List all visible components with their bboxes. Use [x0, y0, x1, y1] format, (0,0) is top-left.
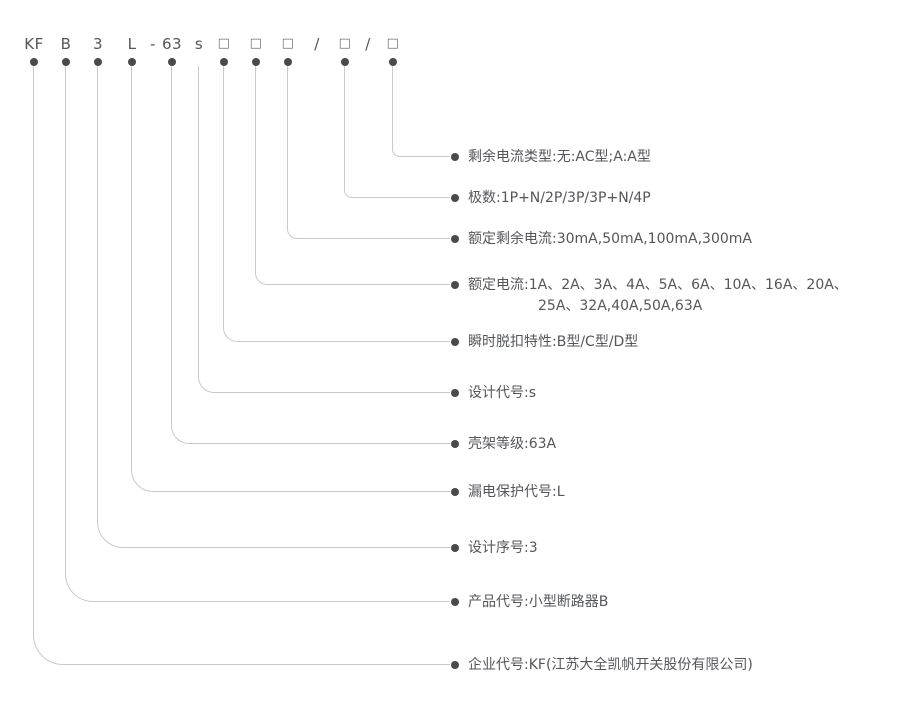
label-rated-current-line2: 25A、32A,40A,50A,63A	[538, 298, 703, 314]
label-bullet-trip-characteristic	[451, 338, 459, 346]
label-design-serial-number: 设计序号:3	[468, 540, 538, 556]
label-bullet-enterprise-code	[451, 661, 459, 669]
symbol-dot-box-current	[252, 58, 260, 66]
connector-line-b	[65, 66, 450, 602]
model-symbol-s: s	[194, 35, 204, 53]
connector-line-box-poles	[344, 66, 450, 198]
label-rated-current-line1: 额定电流:1A、2A、3A、4A、5A、6A、10A、16A、20A、	[468, 277, 848, 293]
label-product-code: 产品代号:小型断路器B	[468, 594, 609, 610]
connector-line-box-current	[255, 66, 450, 285]
symbol-dot-box-trip	[220, 58, 228, 66]
separator-slash-1: /	[314, 35, 320, 53]
connector-line-box-trip	[223, 66, 450, 342]
label-bullet-product-code	[451, 598, 459, 606]
model-symbol-box-trip: □	[217, 36, 231, 51]
symbol-dot-kf	[30, 58, 38, 66]
model-symbol-box-residual: □	[281, 36, 295, 51]
separator-slash-2: /	[365, 35, 371, 53]
label-rated-current: 额定电流:1A、2A、3A、4A、5A、6A、10A、16A、20A、 25A、…	[468, 275, 848, 317]
symbol-dot-63	[168, 58, 176, 66]
symbol-dot-3	[94, 58, 102, 66]
model-symbol-l: L	[127, 35, 137, 53]
label-rated-residual-current: 额定剩余电流:30mA,50mA,100mA,300mA	[468, 231, 752, 247]
model-symbol-b: B	[60, 35, 72, 53]
label-bullet-leakage-code	[451, 488, 459, 496]
label-bullet-frame-grade	[451, 440, 459, 448]
label-frame-grade: 壳架等级:63A	[468, 436, 557, 452]
label-bullet-rated-residual	[451, 235, 459, 243]
model-symbol-kf: KF	[24, 35, 44, 53]
label-residual-current-type: 剩余电流类型:无:AC型;A:A型	[468, 149, 651, 165]
label-bullet-rated-current	[451, 281, 459, 289]
symbol-dot-box-type	[389, 58, 397, 66]
model-symbol-63: 63	[161, 35, 183, 53]
symbol-dot-box-residual	[284, 58, 292, 66]
connector-line-63	[171, 66, 450, 444]
label-design-code: 设计代号:s	[468, 385, 537, 401]
connector-line-box-residual	[287, 66, 450, 239]
symbol-dot-l	[128, 58, 136, 66]
symbol-dot-b	[62, 58, 70, 66]
connector-line-l	[131, 66, 450, 492]
label-bullet-design-code	[451, 389, 459, 397]
connector-line-kf	[33, 66, 450, 665]
connector-line-box-type	[392, 66, 450, 157]
connector-line-s	[198, 66, 450, 393]
symbol-dot-box-poles	[341, 58, 349, 66]
model-symbol-3: 3	[92, 35, 104, 53]
label-leakage-protection-code: 漏电保护代号:L	[468, 484, 565, 500]
model-symbol-box-type: □	[386, 36, 400, 51]
label-trip-characteristic: 瞬时脱扣特性:B型/C型/D型	[468, 334, 639, 350]
model-symbol-box-current: □	[249, 36, 263, 51]
label-enterprise-code: 企业代号:KF(江苏大全凯帆开关股份有限公司)	[468, 657, 753, 673]
model-symbol-box-poles: □	[338, 36, 352, 51]
connector-line-3	[97, 66, 450, 548]
label-bullet-residual-type	[451, 153, 459, 161]
label-bullet-poles	[451, 194, 459, 202]
label-poles: 极数:1P+N/2P/3P/3P+N/4P	[468, 190, 651, 206]
label-bullet-design-serial	[451, 544, 459, 552]
separator-dash: -	[150, 35, 156, 53]
